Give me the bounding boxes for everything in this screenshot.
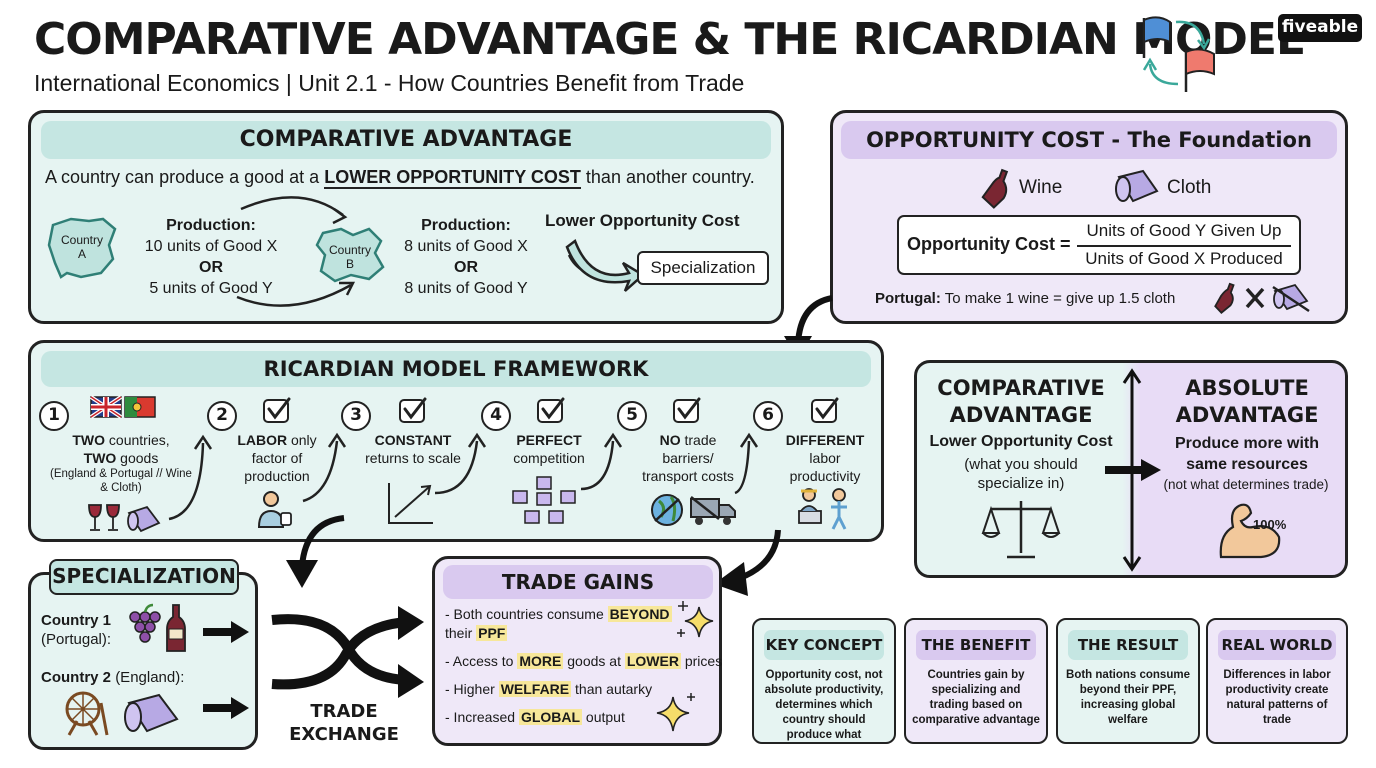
step-number-2: 2 <box>207 401 237 431</box>
real-world-title: REAL WORLD <box>1218 630 1336 660</box>
wine-glasses-cloth-icon <box>88 504 161 533</box>
ricardian-framework-panel: RICARDIAN MODEL FRAMEWORK 1 2 3 4 5 6 <box>28 340 884 542</box>
formula-denominator: Units of Good X Produced <box>1085 249 1283 268</box>
key-concept-body: Opportunity cost, not absolute productiv… <box>764 669 884 741</box>
exchange-arrows-icon <box>236 196 646 307</box>
cloth-roll-icon <box>1115 169 1159 203</box>
comparison-arrow <box>1105 459 1161 481</box>
cloth-label: Cloth <box>1167 177 1212 198</box>
step-number-1: 1 <box>39 401 69 431</box>
comparative-side-subtitle: Lower Opportunity Cost <box>929 433 1113 450</box>
step-number-5: 5 <box>617 401 647 431</box>
page-subtitle: International Economics | Unit 2.1 - How… <box>34 70 745 96</box>
step-2-text: LABOR only factor of production <box>237 432 317 484</box>
england-portugal-flags-icon <box>89 395 156 419</box>
real-world-card: REAL WORLD Differences in labor producti… <box>1206 618 1348 744</box>
portugal-example: Portugal: To make 1 wine = give up 1.5 c… <box>875 290 1176 307</box>
comparative-advantage-title: COMPARATIVE ADVANTAGE <box>41 121 771 159</box>
step-number-4: 4 <box>481 401 511 431</box>
ricardian-framework-title: RICARDIAN MODEL FRAMEWORK <box>41 351 871 387</box>
flexed-arm-icon <box>1219 503 1281 559</box>
step-number-6: 6 <box>753 401 783 431</box>
result-body: Both nations consume beyond their PPF, i… <box>1066 669 1190 726</box>
sparkle-icon <box>677 601 714 638</box>
trade-gains-panel: TRADE GAINS - Both countries consume BEY… <box>432 556 722 746</box>
sparkle-icon-2 <box>656 693 695 732</box>
real-world-body: Differences in labor productivity create… <box>1223 669 1331 726</box>
step-1-text: TWO countries, TWO goods (England & Port… <box>50 432 192 494</box>
constant-returns-chart-icon <box>388 483 433 524</box>
country-1-arrow <box>203 621 249 643</box>
trade-flags-icon <box>1142 16 1215 92</box>
step-3-text: CONSTANT returns to scale <box>365 432 461 466</box>
opportunity-cost-panel: OPPORTUNITY COST - The Foundation Wine C… <box>830 110 1348 324</box>
country-2-label: Country 2 (England): <box>41 669 185 686</box>
benefit-card: THE BENEFIT Countries gain by specializi… <box>904 618 1048 744</box>
country-2-arrow <box>203 697 249 719</box>
cloth-bolt-icon <box>124 693 179 733</box>
balance-scale-icon <box>981 501 1061 559</box>
absolute-side-note: (not what determines trade) <box>1163 477 1329 492</box>
comparative-advantage-panel: COMPARATIVE ADVANTAGE A country can prod… <box>28 110 784 324</box>
country-b-map-icon <box>315 227 385 283</box>
opportunity-cost-title: OPPORTUNITY COST - The Foundation <box>841 121 1337 159</box>
wine-cross-cloth-icon <box>1214 282 1310 314</box>
spinning-wheel-icon <box>65 691 109 736</box>
page-title: COMPARATIVE ADVANTAGE & THE RICARDIAN MO… <box>34 14 1304 65</box>
country-1-label: Country 1 (Portugal): <box>41 612 112 648</box>
specialization-result-box: Specialization <box>637 251 769 285</box>
formula-numerator: Units of Good Y Given Up <box>1086 221 1282 240</box>
step-3-check-icon <box>399 399 425 423</box>
globe-no-truck-icon <box>651 494 736 526</box>
check-marks <box>168 397 839 524</box>
specialization-title: SPECIALIZATION <box>49 559 239 595</box>
step-5-text: NO trade barriers/ transport costs <box>642 432 734 484</box>
country-b-production: Production: 8 units of Good X OR 8 units… <box>404 217 528 297</box>
wine-label: Wine <box>1019 177 1063 198</box>
lower-opportunity-cost-label: Lower Opportunity Cost <box>545 211 740 230</box>
result-card: THE RESULT Both nations consume beyond t… <box>1056 618 1200 744</box>
trade-gain-3: - Higher WELFARE than autarky <box>445 681 653 697</box>
step-6-text: DIFFERENT labor productivity <box>785 432 865 484</box>
opportunity-cost-formula: Opportunity Cost = Units of Good Y Given… <box>897 215 1301 275</box>
trade-exchange-arrows <box>271 606 424 698</box>
benefit-title: THE BENEFIT <box>916 630 1036 660</box>
lower-opportunity-cost-emphasis: LOWER OPPORTUNITY COST <box>324 167 581 189</box>
country-a-map-icon <box>47 217 117 279</box>
worker-icon <box>257 491 292 528</box>
key-concept-card: KEY CONCEPT Opportunity cost, not absolu… <box>752 618 896 744</box>
brand-logo: fiveable <box>1278 14 1362 42</box>
step-number-3: 3 <box>341 401 371 431</box>
benefit-body: Countries gain by specializing and tradi… <box>912 669 1040 726</box>
key-concept-title: KEY CONCEPT <box>764 630 884 660</box>
comparative-definition: A country can produce a good at a LOWER … <box>45 167 755 189</box>
flow-arrow-to-specialization <box>286 515 345 588</box>
result-title: THE RESULT <box>1068 630 1188 660</box>
trade-gain-1: - Both countries consume BEYOND their PP… <box>445 606 672 641</box>
flow-arrow-to-trade-gains <box>714 529 781 596</box>
wine-bottle-icon <box>981 168 1009 209</box>
grapes-wine-icon <box>129 603 186 652</box>
specialization-panel: SPECIALIZATION Country 1 (Portugal): Cou… <box>28 559 258 750</box>
market-stalls-icon <box>512 476 576 524</box>
trade-gain-2: - Access to MORE goods at LOWER prices <box>445 653 723 669</box>
trade-gains-title: TRADE GAINS <box>443 565 713 599</box>
country-a-production: Production: 10 units of Good X OR 5 unit… <box>144 217 278 297</box>
step-4-text: PERFECT competition <box>513 432 585 466</box>
strength-badge: 100% <box>1253 517 1287 532</box>
workers-productivity-icon <box>798 488 847 530</box>
trade-gain-4: - Increased GLOBAL output <box>445 709 625 725</box>
